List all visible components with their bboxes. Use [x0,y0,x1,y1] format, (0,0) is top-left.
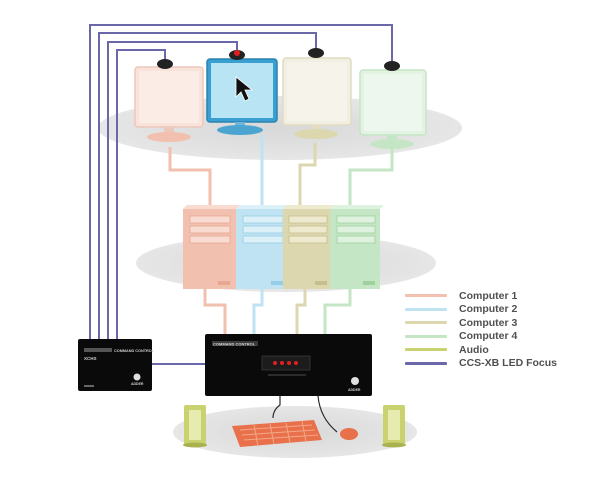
legend-item-computer-1: Computer 1 [405,289,595,303]
led-unit-brand: COMMAND CONTROL [114,349,155,353]
legend-item-computer-3: Computer 3 [405,316,595,330]
monitor-computer-4 [359,69,427,149]
computer-tower-1 [183,205,240,289]
legend-label: Audio [459,343,489,356]
legend-label: Computer 3 [459,316,518,329]
led-focus-unit: COMMAND CONTROL XCHS ADDER [78,339,155,391]
legend: Computer 1 Computer 2 Computer 3 Compute… [405,289,595,370]
legend-swatch [405,348,447,352]
legend-swatch [405,294,447,298]
monitor-computer-2 [206,58,278,135]
legend-label: Computer 4 [459,330,518,343]
legend-label: Computer 1 [459,289,518,302]
legend-swatch [405,321,447,325]
legend-item-audio: Audio [405,343,595,357]
legend-item-computer-2: Computer 2 [405,303,595,317]
switch-brand: COMMAND CONTROL [213,342,256,347]
keyboard [232,420,322,447]
led-unit-logo: ADDER [131,382,144,386]
legend-item-led-focus: CCS-XB LED Focus [405,357,595,371]
legend-swatch [405,307,447,311]
computer-cables [168,135,394,334]
led-focus-cables [89,24,393,365]
legend-label: Computer 2 [459,303,518,316]
led-unit-model: XCHS [84,356,97,361]
computer-tower-2 [236,205,293,289]
legend-swatch [405,334,447,338]
speaker-left [183,405,207,448]
monitor-computer-1 [134,66,204,142]
speaker-right [382,405,406,448]
monitor-computer-3 [282,57,352,139]
legend-swatch [405,361,447,365]
legend-label: CCS-XB LED Focus [459,357,558,370]
computer-tower-3 [283,205,336,289]
led-focus-beacons [157,48,400,71]
mouse [340,428,358,440]
kvm-switch: COMMAND CONTROL ADDER [205,334,372,396]
peripheral-cables [272,395,338,433]
legend-item-computer-4: Computer 4 [405,330,595,344]
mouse-pointer-icon [235,76,254,102]
computer-tower-4 [330,205,384,289]
switch-logo: ADDER [348,388,361,392]
